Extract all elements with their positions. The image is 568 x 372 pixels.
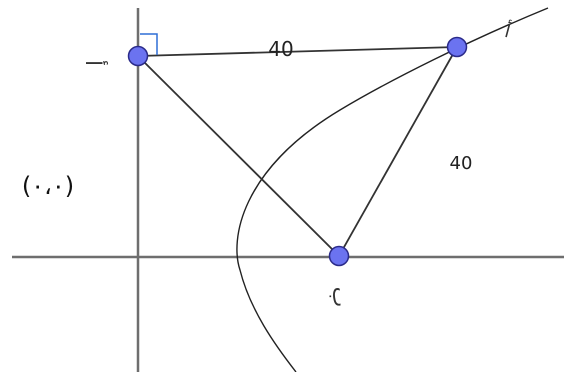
label-side-top: 40 [268,37,293,61]
label-point-b: ب [327,287,352,308]
curve [236,7,549,372]
segment-a-b [137,55,340,257]
label-point-a: أ [80,60,108,66]
point-a[interactable] [127,45,149,67]
segment-a-c [137,46,458,57]
right-angle-marker [140,33,158,55]
label-origin: (٠،٠) [22,172,74,200]
label-side-right: 40 [450,153,473,174]
point-b[interactable] [328,245,350,267]
segment-c-b [338,46,458,257]
label-curve: أ [502,19,513,43]
point-c[interactable] [446,36,468,58]
